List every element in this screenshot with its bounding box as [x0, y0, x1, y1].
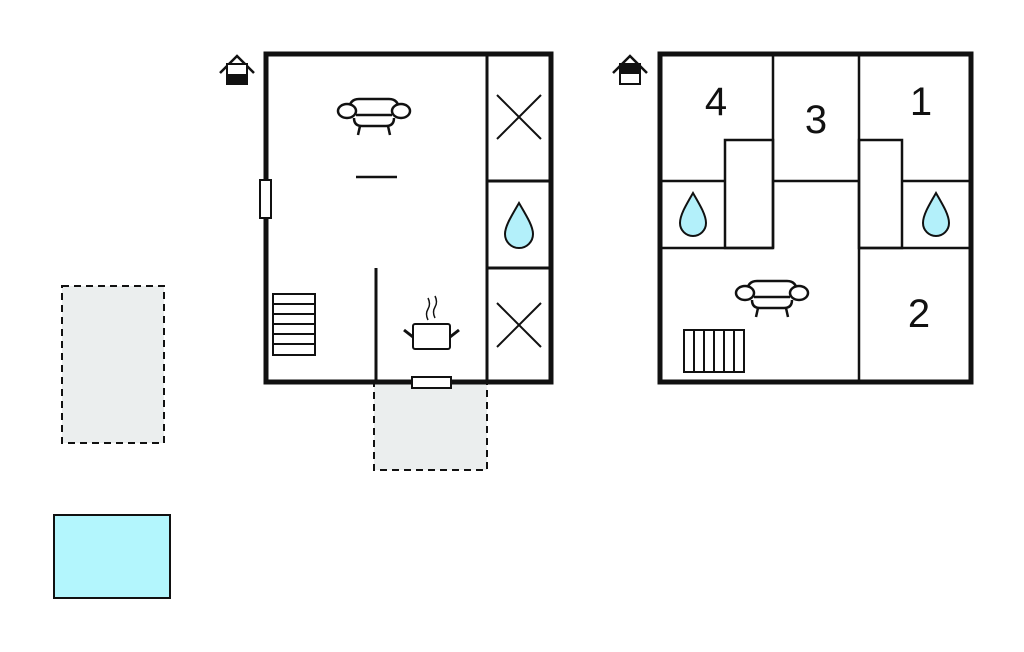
cooking-pot-icon: [403, 295, 460, 350]
water-drop-icon: [921, 191, 951, 237]
door: [411, 376, 452, 389]
room-label: 2: [908, 292, 930, 336]
sofa-icon: [336, 97, 412, 136]
water-drop-icon: [678, 191, 708, 237]
terrace-area: [61, 285, 165, 444]
ground-floor-plan: [219, 51, 554, 389]
upper-floor-plan: 4 3 1 2: [612, 51, 974, 385]
water-drop-icon: [503, 201, 535, 249]
toilet-x-icon: [496, 94, 542, 140]
house-upper-floor-icon: [612, 54, 648, 85]
room-label: 3: [805, 98, 827, 142]
terrace-area: [373, 382, 488, 471]
house-ground-floor-icon: [219, 54, 255, 85]
pool: [53, 514, 171, 599]
sofa-icon: [734, 279, 810, 318]
room-label: 1: [910, 80, 932, 124]
stairs-icon: [683, 329, 745, 373]
window: [259, 179, 272, 219]
toilet-x-icon: [496, 302, 542, 348]
room-label: 4: [705, 80, 727, 124]
stairs-icon: [272, 293, 316, 356]
